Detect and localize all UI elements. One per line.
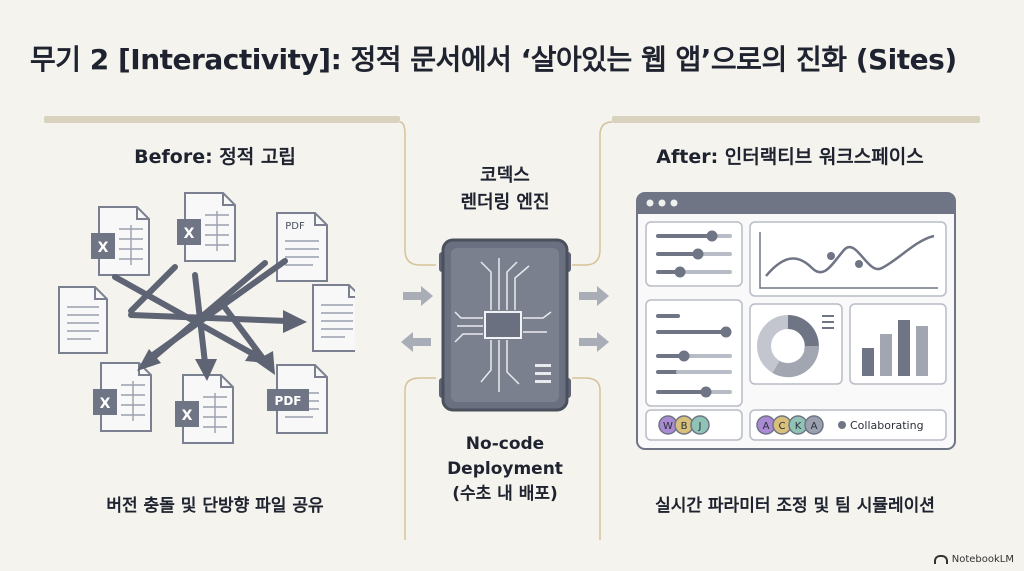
pdf-file-icon: PDF	[267, 364, 328, 434]
engine-sub-line3: (수초 내 배포)	[452, 484, 558, 504]
excel-file-icon: X	[92, 362, 152, 432]
collaboration-status: A C K A Collaborating	[749, 409, 947, 441]
avatar-initial: C	[779, 421, 786, 432]
before-caption: 버전 충돌 및 단방향 파일 공유	[106, 496, 324, 516]
line-chart-widget	[749, 221, 947, 297]
avatar-initial: K	[795, 421, 802, 432]
excel-file-icon: X	[90, 206, 150, 276]
engine-sub-label: No-code Deployment (수초 내 배포)	[420, 432, 590, 507]
pdf-file-icon: PDF	[276, 212, 328, 282]
avatar-initial: W	[663, 421, 673, 432]
svg-text:X: X	[184, 226, 195, 242]
engine-label-line2: 렌더링 엔진	[460, 192, 550, 213]
after-heading: After: 인터랙티브 워크스페이스	[656, 146, 924, 168]
left-panel-rule	[44, 116, 400, 123]
rendering-engine-chip	[401, 238, 609, 412]
avatar-initial: B	[681, 421, 688, 432]
svg-text:PDF: PDF	[275, 394, 302, 408]
collaborator-avatars-left: W B J	[645, 409, 743, 441]
notebooklm-logo-icon	[933, 555, 948, 564]
svg-text:X: X	[182, 408, 193, 424]
conflict-arrows	[112, 258, 307, 381]
simulation-sliders	[645, 299, 743, 407]
svg-text:X: X	[100, 396, 111, 412]
page-title: 무기 2 [Interactivity]: 정적 문서에서 ‘살아있는 웹 앱’…	[30, 43, 957, 76]
file-chaos-illustration: X X PDF X X PDF	[58, 192, 355, 444]
before-heading: Before: 정적 고립	[134, 146, 296, 168]
engine-label-line1: 코덱스	[480, 165, 530, 186]
donut-chart-widget	[749, 303, 843, 385]
collaborating-status: Collaborating	[850, 419, 924, 432]
brand-watermark: NotebookLM	[933, 554, 1014, 565]
document-file-icon	[58, 286, 108, 354]
interactive-workspace-window: W B J A C K A Collaborating	[636, 192, 956, 450]
excel-file-icon: X	[174, 374, 234, 444]
svg-text:PDF: PDF	[285, 221, 305, 232]
brand-label: NotebookLM	[951, 554, 1014, 565]
svg-text:X: X	[98, 240, 109, 256]
avatar-initial: A	[811, 421, 818, 432]
status-dot-icon	[838, 421, 846, 429]
excel-file-icon: X	[176, 192, 236, 262]
engine-label: 코덱스 렌더링 엔진	[425, 162, 585, 216]
after-caption: 실시간 파라미터 조정 및 팀 시뮬레이션	[655, 496, 935, 516]
parameter-sliders	[645, 221, 743, 287]
bar-chart-widget	[849, 303, 947, 385]
avatar-initial: A	[763, 421, 770, 432]
right-panel-rule	[612, 116, 980, 123]
engine-sub-line2: Deployment	[447, 459, 563, 479]
flow-arrows	[401, 286, 609, 352]
engine-sub-line1: No-code	[465, 434, 545, 454]
document-file-icon	[312, 284, 355, 352]
window-controls-icon	[646, 199, 678, 207]
avatar-initial: J	[698, 421, 702, 432]
